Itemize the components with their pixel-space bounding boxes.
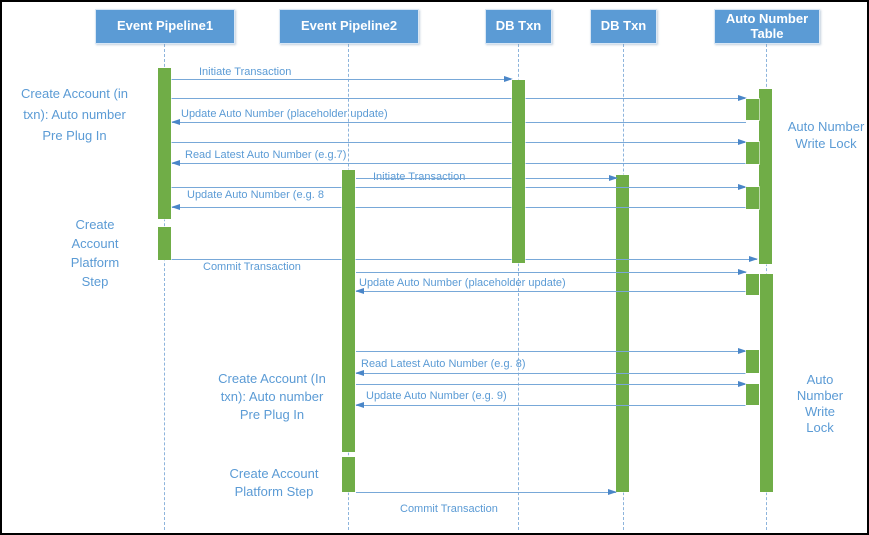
arrowhead-left-icon <box>355 288 364 294</box>
lock-bar-1 <box>746 99 759 120</box>
lock-bar-4 <box>746 274 759 295</box>
arrowhead-left-icon <box>171 204 180 210</box>
activation-bar-auto-number-table-2 <box>760 274 773 492</box>
message-label-update-9: Update Auto Number (e.g. 9) <box>366 390 507 402</box>
message-label-initiate-transaction-1: Initiate Transaction <box>199 66 292 78</box>
actor-auto-number-table: Auto Number Table <box>714 9 820 44</box>
arrowhead-right-icon <box>504 76 513 82</box>
message-label-read-latest-8: Read Latest Auto Number (e.g. 8) <box>361 358 526 370</box>
lock-bar-6 <box>746 384 759 405</box>
message-arrow-read-latest-7-return <box>171 160 746 166</box>
message-arrow-update-placeholder-2-return <box>355 288 750 294</box>
message-arrow-read-latest-8-request <box>356 348 747 354</box>
message-label-initiate-transaction-2: Initiate Transaction <box>373 171 466 183</box>
actor-db-txn-2: DB Txn <box>590 9 657 44</box>
arrowhead-left-icon <box>355 370 364 376</box>
arrowhead-right-icon <box>609 175 618 181</box>
message-arrow-initiate-transaction-1 <box>171 76 513 82</box>
message-arrow-update-8-return <box>171 204 746 210</box>
activation-bar-db-txn-2 <box>616 175 629 492</box>
message-arrow-commit-transaction-2 <box>356 489 617 495</box>
message-arrow-update-9-return <box>355 402 746 408</box>
activation-bar-event-pipeline1-txn <box>158 68 171 219</box>
arrowhead-left-icon <box>171 119 180 125</box>
arrowhead-right-icon <box>738 269 747 275</box>
arrowhead-right-icon <box>738 348 747 354</box>
message-label-commit-transaction-1: Commit Transaction <box>203 261 301 273</box>
message-arrow-update-placeholder-1-return <box>171 119 746 125</box>
annotation-auto-number-write-lock-2: Auto Number Write Lock <box>796 372 844 435</box>
annotation-create-account-platform-step-1: Create Account Platform Step <box>70 217 120 289</box>
lifeline-db-txn-1 <box>518 44 519 530</box>
message-label-update-placeholder-1: Update Auto Number (placeholder update) <box>181 108 388 120</box>
message-arrow-initiate-transaction-2 <box>356 175 618 181</box>
message-label-update-placeholder-2: Update Auto Number (placeholder update) <box>359 277 566 289</box>
actor-db-txn-1: DB Txn <box>485 9 552 44</box>
activation-bar-event-pipeline1-platform-step <box>158 227 171 260</box>
lock-bar-3 <box>746 187 759 209</box>
activation-bar-event-pipeline2-txn <box>342 170 355 452</box>
lock-bar-5 <box>746 350 759 373</box>
message-label-update-8: Update Auto Number (e.g. 8 <box>187 189 324 201</box>
actor-event-pipeline1: Event Pipeline1 <box>95 9 235 44</box>
annotation-create-account-in-txn-2: Create Account (In txn): Auto number Pre… <box>218 371 326 422</box>
activation-bar-auto-number-table-1 <box>759 89 772 264</box>
annotation-create-account-in-txn-1: Create Account (in txn): Auto number Pre… <box>21 86 128 143</box>
message-arrow-update-8-request <box>171 184 747 190</box>
arrowhead-right-icon <box>738 139 747 145</box>
arrowhead-right-icon <box>749 256 758 262</box>
message-arrow-commit-transaction-1 <box>171 256 758 262</box>
arrowhead-left-icon <box>171 160 180 166</box>
message-arrow-read-latest-8-return <box>355 370 746 376</box>
activation-bar-event-pipeline2-platform-step <box>342 457 355 492</box>
message-arrow-update-placeholder-1-request <box>171 95 747 101</box>
arrowhead-right-icon <box>738 184 747 190</box>
arrowhead-left-icon <box>355 402 364 408</box>
lifeline-event-pipeline1 <box>164 44 165 530</box>
annotation-auto-number-write-lock-1: Auto Number Write Lock <box>787 119 865 151</box>
message-arrow-update-placeholder-2-request <box>356 269 747 275</box>
message-arrow-read-latest-7-request <box>171 139 747 145</box>
arrowhead-right-icon <box>738 95 747 101</box>
message-arrow-update-9-request <box>356 381 747 387</box>
arrowhead-right-icon <box>608 489 617 495</box>
annotation-create-account-platform-step-2: Create Account Platform Step <box>229 466 319 499</box>
arrowhead-right-icon <box>738 381 747 387</box>
message-label-read-latest-7: Read Latest Auto Number (e.g.7) <box>185 149 347 161</box>
lock-bar-2 <box>746 142 759 164</box>
message-label-commit-transaction-2: Commit Transaction <box>400 503 498 515</box>
actor-event-pipeline2: Event Pipeline2 <box>279 9 419 44</box>
activation-bar-db-txn-1 <box>512 80 525 263</box>
